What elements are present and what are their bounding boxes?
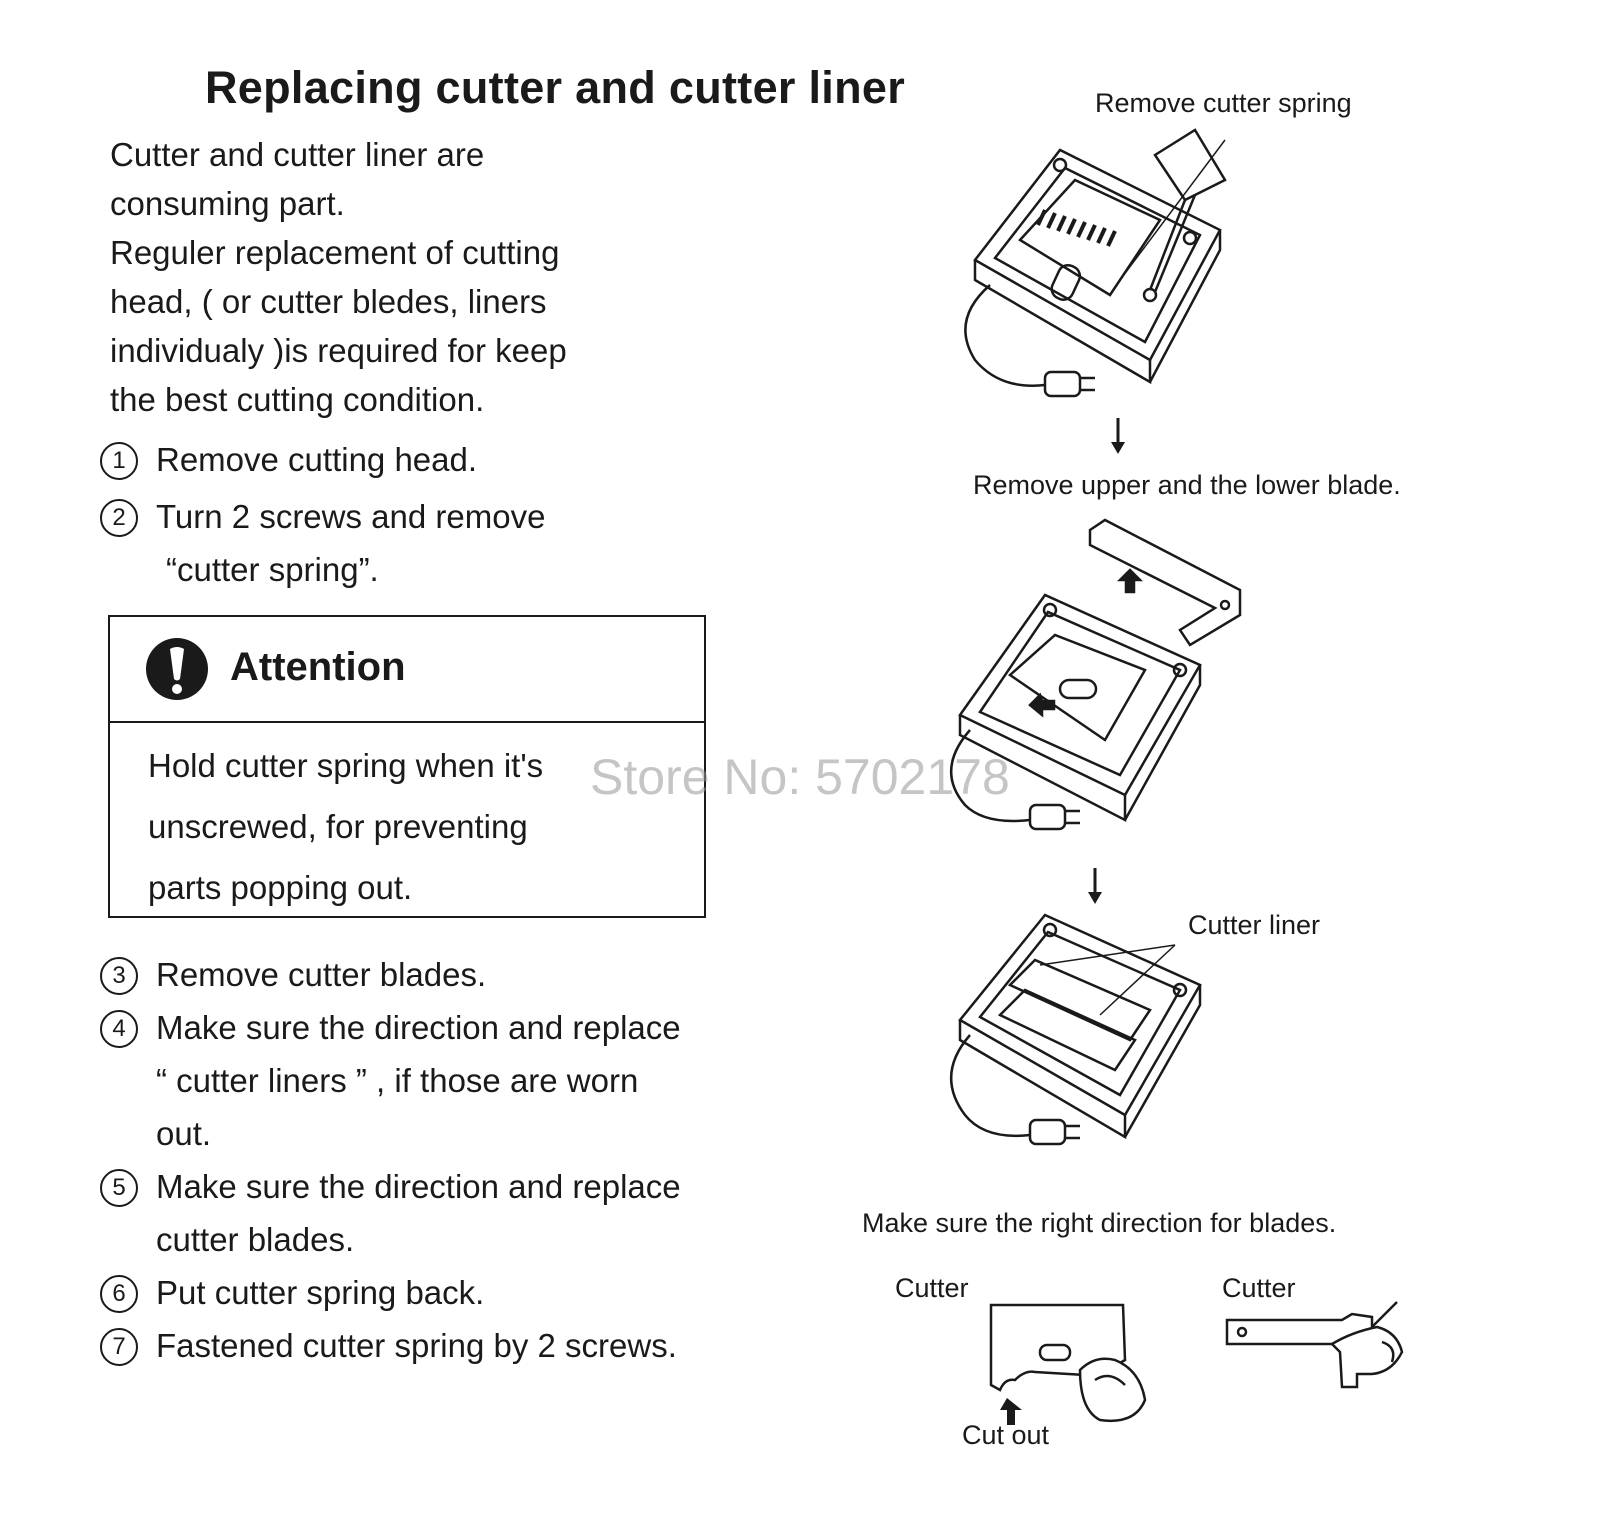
step-6: 6 Put cutter spring back. (100, 1266, 681, 1319)
step-number: 7 (100, 1328, 138, 1366)
intro-line: head, ( or cutter bledes, liners (110, 283, 547, 320)
step-4-continued: out. (156, 1115, 212, 1152)
arrow-down-icon (1111, 418, 1125, 454)
step-3: 3 Remove cutter blades. (100, 948, 681, 1001)
label-cutter-left: Cutter (895, 1273, 969, 1303)
label-cutter-right: Cutter (1222, 1273, 1296, 1303)
intro-line: Reguler replacement of cutting (110, 234, 560, 271)
attention-header: Attention (110, 617, 704, 723)
page-title: Replacing cutter and cutter liner (205, 62, 906, 113)
step-1: 1 Remove cutting head. (100, 433, 545, 486)
step-4-continued: “ cutter liners ” , if those are worn (156, 1062, 639, 1099)
step-number: 6 (100, 1275, 138, 1313)
label-cut-out: Cut out (962, 1420, 1050, 1450)
intro-line: individualy )is required for keep (110, 332, 567, 369)
blade-direction-right-illustration (1225, 1301, 1404, 1389)
attention-line: Hold cutter spring when it's (148, 747, 544, 784)
step-text: Put cutter spring back. (156, 1274, 485, 1311)
label-cutter-liner: Cutter liner (1188, 910, 1321, 940)
step-text: Make sure the direction and replace (156, 1168, 681, 1205)
step-number: 2 (100, 499, 138, 537)
step-4: 4 Make sure the direction and replace (100, 1001, 681, 1054)
intro-line: consuming part. (110, 185, 345, 222)
label-blade-direction: Make sure the right direction for blades… (862, 1208, 1337, 1238)
intro-line: Cutter and cutter liner are (110, 136, 485, 173)
cutting-head-illustration-2 (950, 518, 1242, 831)
step-text: Remove cutting head. (156, 441, 478, 478)
step-number: 3 (100, 957, 138, 995)
attention-line: unscrewed, for preventing (148, 808, 528, 845)
store-watermark: Store No: 5702178 (590, 749, 1010, 805)
step-text: Make sure the direction and replace (156, 1009, 681, 1046)
cutting-head-illustration-3 (950, 913, 1202, 1146)
step-2: 2 Turn 2 screws and remove (100, 490, 545, 543)
cutting-head-illustration-1 (964, 128, 1227, 398)
intro-line: the best cutting condition. (110, 381, 485, 418)
attention-line: parts popping out. (148, 869, 413, 906)
intro-paragraph: Cutter and cutter liner are consuming pa… (110, 130, 567, 424)
step-5: 5 Make sure the direction and replace (100, 1160, 681, 1213)
step-number: 1 (100, 442, 138, 480)
attention-title: Attention (230, 645, 406, 689)
label-remove-cutter-spring: Remove cutter spring (1095, 88, 1352, 118)
steps-list-a: 1 Remove cutting head. 2 Turn 2 screws and… (100, 433, 545, 596)
step-text: Fastened cutter spring by 2 screws. (156, 1327, 677, 1364)
step-number: 5 (100, 1169, 138, 1207)
step-2-continued: “cutter spring”. (166, 551, 379, 588)
step-text: Remove cutter blades. (156, 956, 487, 993)
label-remove-blades: Remove upper and the lower blade. (973, 470, 1401, 500)
step-number: 4 (100, 1010, 138, 1048)
step-5-continued: cutter blades. (156, 1221, 355, 1258)
attention-body: Hold cutter spring when it's unscrewed, … (148, 735, 543, 918)
attention-box: Attention Hold cutter spring when it's u… (108, 615, 706, 918)
arrow-down-icon (1088, 868, 1102, 904)
step-text: Turn 2 screws and remove (156, 498, 546, 535)
blade-direction-left-illustration (989, 1303, 1147, 1425)
exclamation-icon (146, 638, 208, 700)
step-7: 7 Fastened cutter spring by 2 screws. (100, 1319, 681, 1372)
